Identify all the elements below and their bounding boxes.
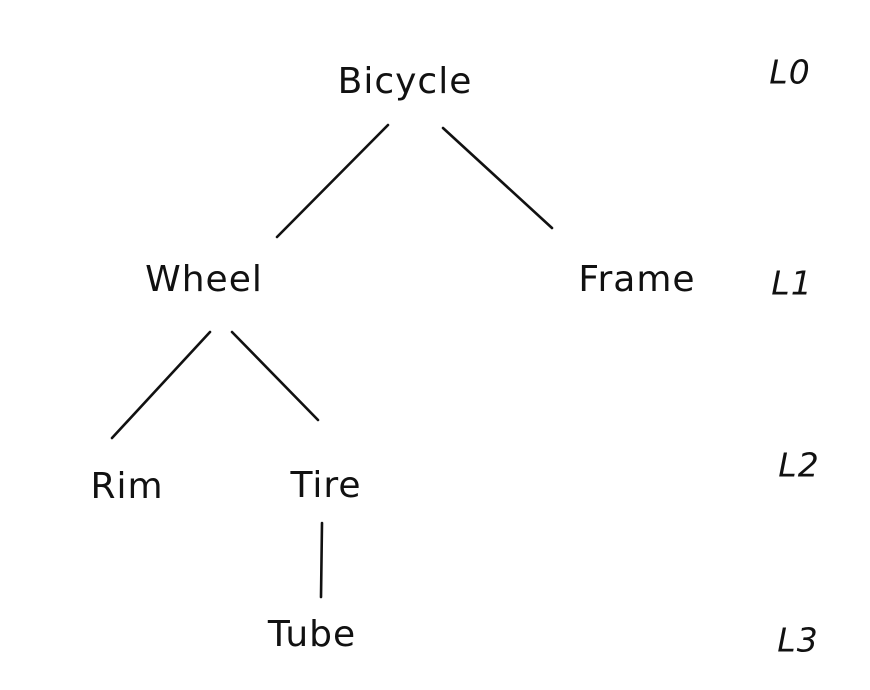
level-label-l0: L0 [769,52,811,92]
edge-bicycle-wheel [275,123,390,239]
node-rim: Rim [90,466,164,507]
edge-bicycle-frame [441,126,554,230]
edge-wheel-rim [110,330,212,440]
node-bicycle: Bicycle [337,61,473,102]
node-frame: Frame [578,259,696,300]
level-label-l2: L2 [778,445,820,485]
node-tube: Tube [267,614,357,655]
edge-wheel-tire [230,330,320,422]
node-wheel: Wheel [145,259,263,300]
level-label-l1: L1 [771,263,813,303]
node-tire: Tire [290,465,362,506]
level-label-l3: L3 [777,620,819,660]
edge-tire-tube [319,521,324,599]
